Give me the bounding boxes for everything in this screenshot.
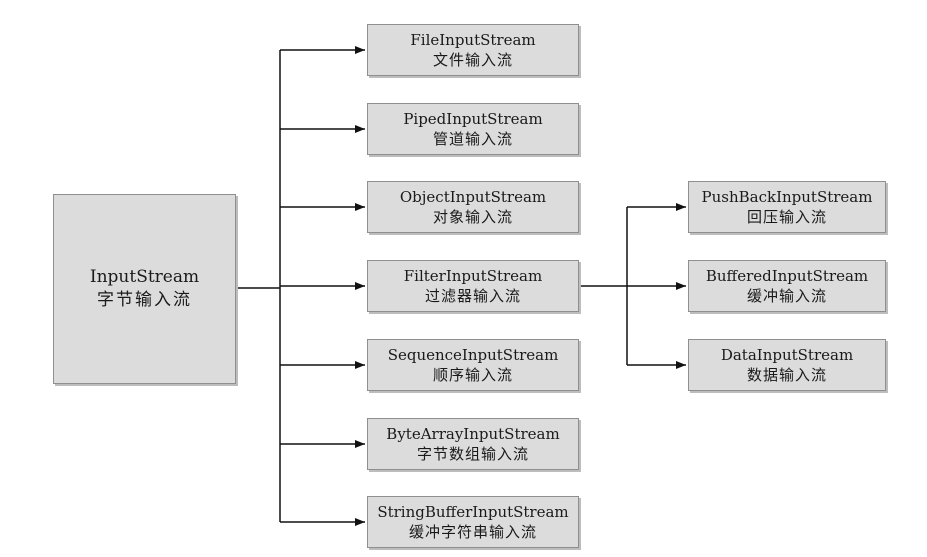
node-chinese-label: 顺序输入流 — [432, 366, 513, 384]
node-class-name: PipedInputStream — [403, 109, 543, 128]
node-chinese-label: 过滤器输入流 — [424, 287, 521, 305]
node-pushbackinputstream: PushBackInputStream 回压输入流 — [688, 181, 886, 233]
node-pipedinputstream: PipedInputStream 管道输入流 — [367, 103, 579, 155]
node-chinese-label: 数据输入流 — [746, 366, 827, 384]
node-chinese-label: 回压输入流 — [746, 208, 827, 226]
node-stringbufferinputstream: StringBufferInputStream 缓冲字符串输入流 — [367, 496, 579, 548]
node-class-name: FileInputStream — [410, 30, 536, 49]
node-class-name: ByteArrayInputStream — [386, 424, 560, 443]
node-class-name: FilterInputStream — [403, 266, 543, 285]
node-datainputstream: DataInputStream 数据输入流 — [688, 339, 886, 391]
node-bytearrayinputstream: ByteArrayInputStream 字节数组输入流 — [367, 418, 579, 470]
node-sequenceinputstream: SequenceInputStream 顺序输入流 — [367, 339, 579, 391]
node-chinese-label: 对象输入流 — [432, 208, 513, 226]
node-chinese-label: 字节数组输入流 — [416, 445, 529, 463]
node-bufferedinputstream: BufferedInputStream 缓冲输入流 — [688, 260, 886, 312]
node-class-name: BufferedInputStream — [705, 266, 869, 285]
node-inputstream: InputStream 字节输入流 — [53, 194, 236, 384]
node-filterinputstream: FilterInputStream 过滤器输入流 — [367, 260, 579, 312]
node-class-name: DataInputStream — [720, 345, 854, 364]
node-chinese-label: 文件输入流 — [432, 51, 513, 69]
node-chinese-label: 缓冲输入流 — [746, 287, 827, 305]
node-chinese-label: 缓冲字符串输入流 — [408, 523, 537, 541]
node-class-name: StringBufferInputStream — [377, 502, 569, 521]
node-class-name: PushBackInputStream — [701, 187, 873, 206]
node-class-name: SequenceInputStream — [387, 345, 559, 364]
node-fileinputstream: FileInputStream 文件输入流 — [367, 24, 579, 76]
node-class-name: InputStream — [89, 267, 200, 288]
node-chinese-label: 管道输入流 — [432, 130, 513, 148]
node-objectinputstream: ObjectInputStream 对象输入流 — [367, 181, 579, 233]
node-chinese-label: 字节输入流 — [97, 290, 192, 310]
node-class-name: ObjectInputStream — [399, 187, 547, 206]
